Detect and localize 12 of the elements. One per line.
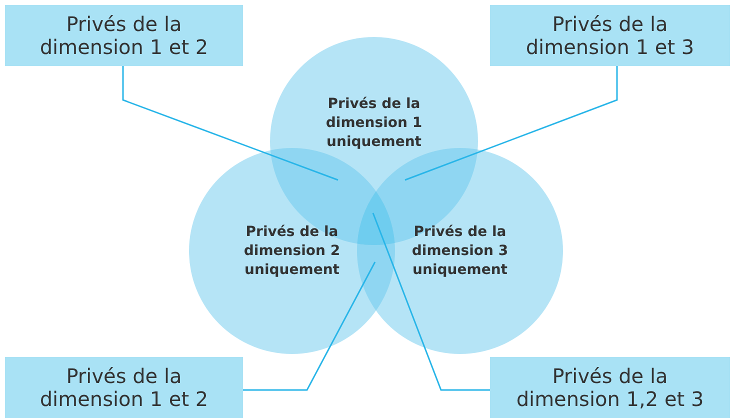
circle-label: Privés de la dimension 1 uniquement <box>324 94 424 152</box>
circle-label: Privés de la dimension 3 uniquement <box>410 222 510 280</box>
leader-line <box>243 262 376 391</box>
callout-label: Privés de la dimension 1 et 2 <box>5 5 243 66</box>
callout-label: Privés de la dimension 1 et 2 <box>5 357 243 418</box>
callout-label: Privés de la dimension 1 et 3 <box>490 5 730 66</box>
overlap-region <box>357 192 395 245</box>
leader-line <box>372 212 490 391</box>
leader-line <box>122 66 338 181</box>
circle-label: Privés de la dimension 2 uniquement <box>242 222 342 280</box>
leader-line <box>404 66 618 181</box>
callout-label: Privés de la dimension 1,2 et 3 <box>490 357 730 418</box>
